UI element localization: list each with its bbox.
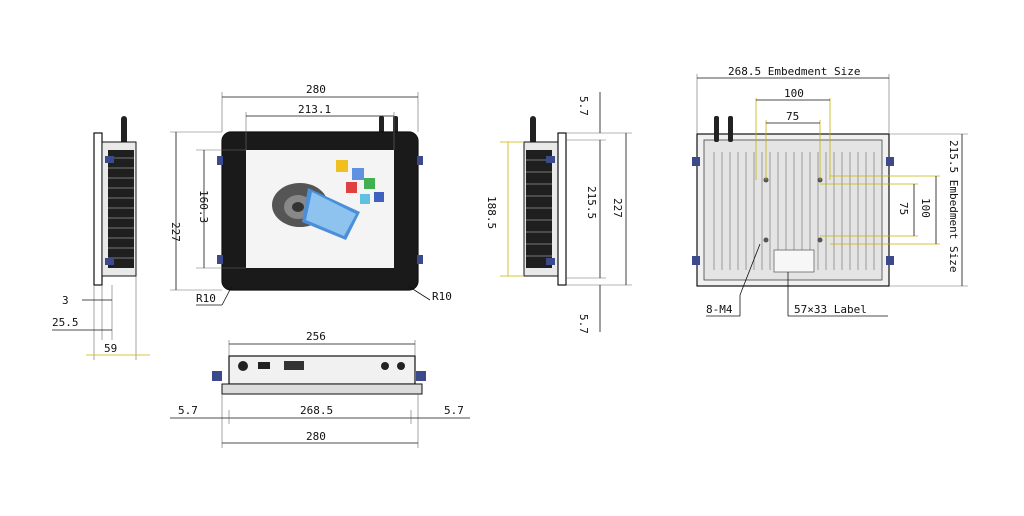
dim-vesa-inner-h-label: 75: [786, 110, 799, 123]
dim-right-offset-label: 5.7: [444, 404, 464, 417]
mount-clip: [217, 156, 223, 165]
side-fins: [108, 150, 134, 268]
radius-left-label: R10: [196, 292, 216, 305]
mount-clip: [105, 258, 114, 265]
side-view-left: 3 25.5 59: [52, 116, 150, 360]
antenna-port-icon: [397, 362, 405, 370]
antenna-icon: [121, 116, 127, 146]
sticker-spec-label: 57×33 Label: [794, 303, 867, 316]
dim-overall-height-label: 227: [169, 222, 182, 242]
dim-vesa-inner-v-label: 75: [897, 202, 910, 215]
mount-clip: [692, 256, 700, 265]
front-view: 280 213.1 227 160.3 R10 R10: [169, 83, 452, 306]
side-bezel: [557, 132, 567, 286]
dim-vesa-outer-h-label: 100: [784, 87, 804, 100]
mount-clip: [212, 371, 222, 381]
dim-screen-width-label: 213.1: [298, 103, 331, 116]
mount-clip: [886, 157, 894, 166]
antenna-port-icon: [381, 362, 389, 370]
dim-vesa-outer-v-label: 100: [919, 198, 932, 218]
side-view-right: 188.5 215.5 227 5.7 5.7: [485, 92, 632, 334]
io-ports: [238, 361, 405, 371]
bottom-body: [228, 355, 416, 385]
dim-body-width-label: 256: [306, 330, 326, 343]
mount-clip: [105, 156, 114, 163]
power-port-icon: [238, 361, 248, 371]
dim-embed-width-label: 268.5: [300, 404, 333, 417]
dim-overall-width-label: 280: [306, 430, 326, 443]
dim-overall-width-label: 280: [306, 83, 326, 96]
dim-embed-height-label: 215.5: [585, 186, 598, 219]
label-sticker-area: [773, 249, 815, 273]
side-bezel: [93, 132, 103, 286]
bottom-view: 256 5.7 268.5 5.7 280: [170, 330, 470, 448]
mount-clip: [417, 255, 423, 264]
side-fins: [526, 150, 552, 268]
antenna-icon: [714, 116, 719, 142]
dim-embed-height-label: 215.5 Embedment Size: [947, 140, 960, 272]
dim-top-offset-label: 5.7: [577, 96, 590, 116]
serial-port-icon: [284, 361, 304, 370]
screw-spec-label: 8-M4: [706, 303, 733, 316]
dim-embed-width-label: 268.5 Embedment Size: [728, 65, 860, 78]
dim-bezel-label: 3: [62, 294, 69, 307]
rear-view: 268.5 Embedment Size 100 75 75 100 215.5…: [692, 65, 968, 317]
dim-inner-height-label: 188.5: [485, 196, 498, 229]
dim-overall-height-label: 227: [611, 198, 624, 218]
dim-body-label: 25.5: [52, 316, 79, 329]
mount-clip: [546, 156, 555, 163]
mount-clip: [692, 157, 700, 166]
mount-clip: [417, 156, 423, 165]
mount-clip: [217, 255, 223, 264]
antenna-icon: [379, 116, 384, 134]
screen-artwork: [272, 160, 384, 240]
usb-port-icon: [258, 362, 270, 369]
dim-bottom-offset-label: 5.7: [577, 314, 590, 334]
antenna-icon: [530, 116, 536, 144]
mount-clip: [416, 371, 426, 381]
radius-right-label: R10: [432, 290, 452, 303]
antenna-icon: [728, 116, 733, 142]
dim-screen-height-label: 160.3: [197, 190, 210, 223]
dim-left-offset-label: 5.7: [178, 404, 198, 417]
dim-depth-label: 59: [104, 342, 117, 355]
mount-clip: [546, 258, 555, 265]
mount-clip: [886, 256, 894, 265]
bottom-bezel: [221, 383, 423, 395]
